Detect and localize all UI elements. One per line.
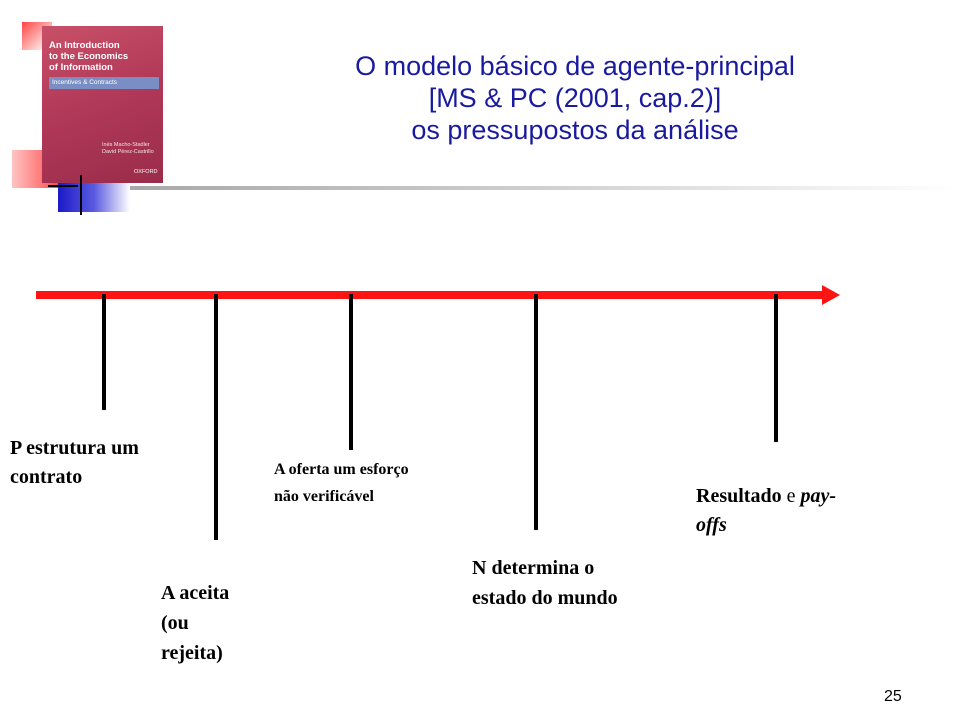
book-cover-authors: Inés Macho-Stadler David Pérez-Castrillo: [102, 142, 154, 155]
decor-vertical-line: [80, 175, 82, 215]
slide-title-line-2: [MS & PC (2001, cap.2)]: [428, 83, 722, 113]
timeline-tick-3: [349, 294, 353, 450]
timeline-event-label-5: Resultado e pay-offs: [696, 482, 836, 540]
timeline-tick-5: [774, 294, 778, 442]
timeline-event-label-5-italic-1: pay-: [800, 485, 837, 507]
timeline-event-label-5-main: Resultado: [696, 485, 782, 507]
book-cover-title: An Introduction to the Economics of Info…: [49, 40, 129, 73]
timeline-event-label-1: P estrutura um contrato: [10, 437, 139, 488]
page-number: 25: [884, 688, 902, 705]
timeline-arrow-head: [822, 285, 840, 305]
timeline-event-label-5-connector: e: [781, 485, 801, 507]
decor-blue-square: [58, 178, 130, 212]
timeline-axis: [36, 291, 826, 299]
timeline-tick-1: [102, 294, 106, 410]
timeline-tick-4: [534, 294, 538, 530]
title-underline-rule: [130, 186, 960, 190]
timeline-event-label-5-italic-2: offs: [696, 514, 727, 536]
slide-title-line-3: os pressupostos da análise: [411, 115, 739, 145]
book-cover-image: An Introduction to the Economics of Info…: [42, 26, 163, 183]
timeline-event-label-3: A oferta um esforço não verificável: [274, 461, 409, 505]
timeline-tick-2: [214, 294, 218, 540]
book-cover-publisher: OXFORD: [134, 169, 158, 175]
book-cover-subtitle: Incentives & Contracts: [49, 77, 159, 89]
decor-horizontal-line: [48, 185, 78, 187]
slide-title: O modelo básico de agente-principal [MS …: [230, 50, 920, 146]
timeline-event-label-4: N determina o estado do mundo: [472, 557, 618, 609]
timeline-event-label-2: A aceita (ou rejeita): [161, 582, 230, 664]
slide-title-line-1: O modelo básico de agente-principal: [355, 51, 795, 81]
